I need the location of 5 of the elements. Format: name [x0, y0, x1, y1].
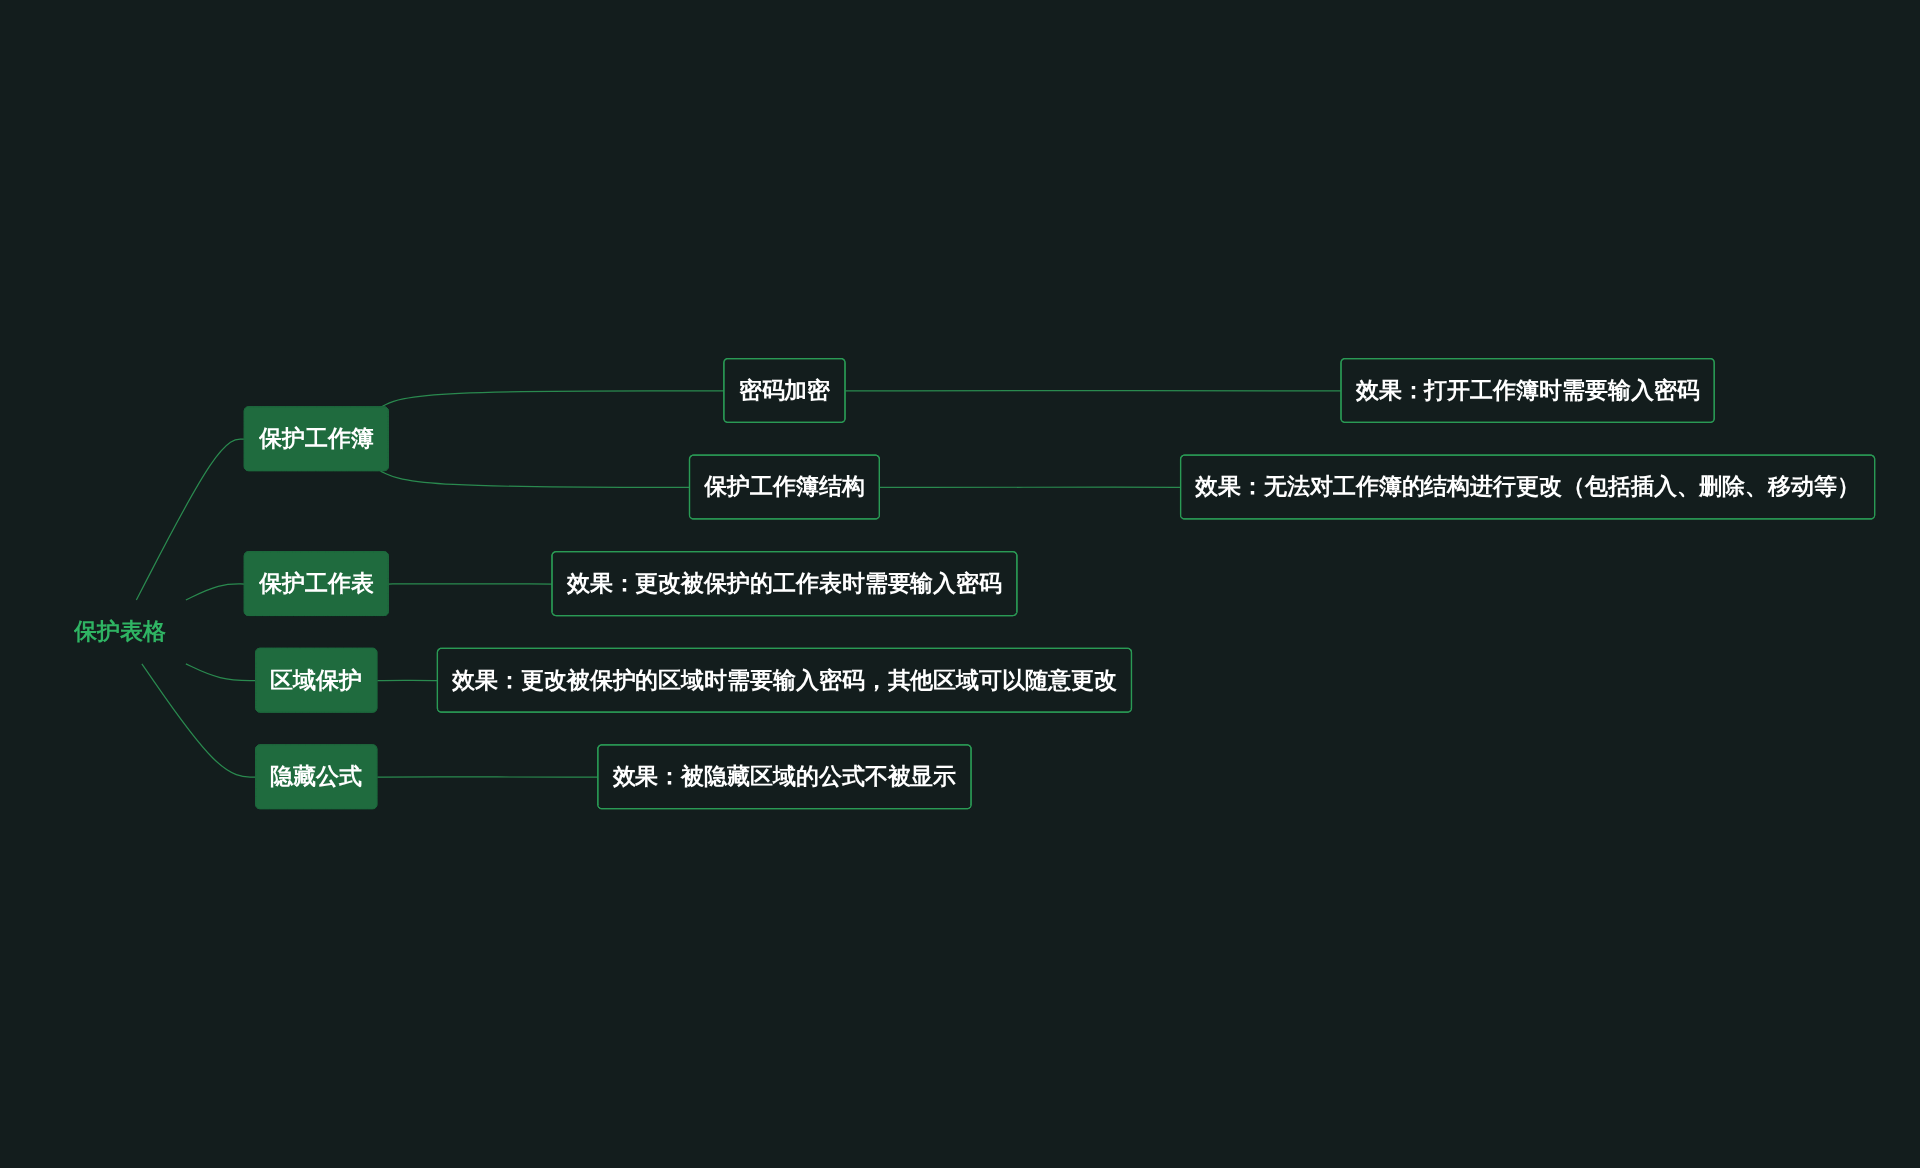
connector	[185, 583, 246, 601]
node-text: 保护表格	[74, 618, 167, 646]
connector	[185, 663, 258, 682]
connector	[141, 663, 258, 779]
connector	[136, 438, 246, 601]
